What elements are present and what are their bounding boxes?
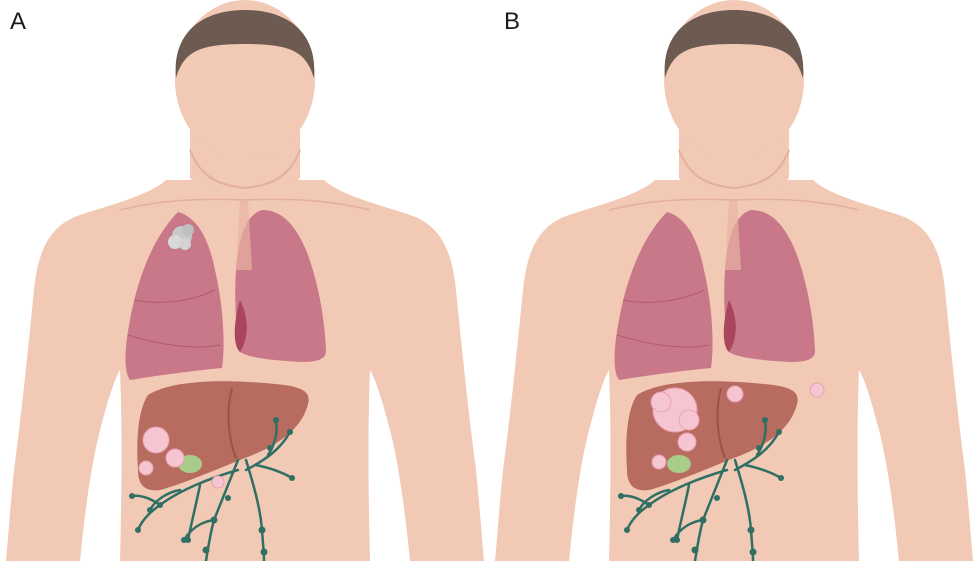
panel-b: B [489,0,978,561]
panel-label-b: B [504,8,520,36]
body-illustration-b [489,0,978,561]
panel-label-a: A [10,8,26,36]
panel-a: A [0,0,489,561]
body-illustration-a [0,0,489,561]
